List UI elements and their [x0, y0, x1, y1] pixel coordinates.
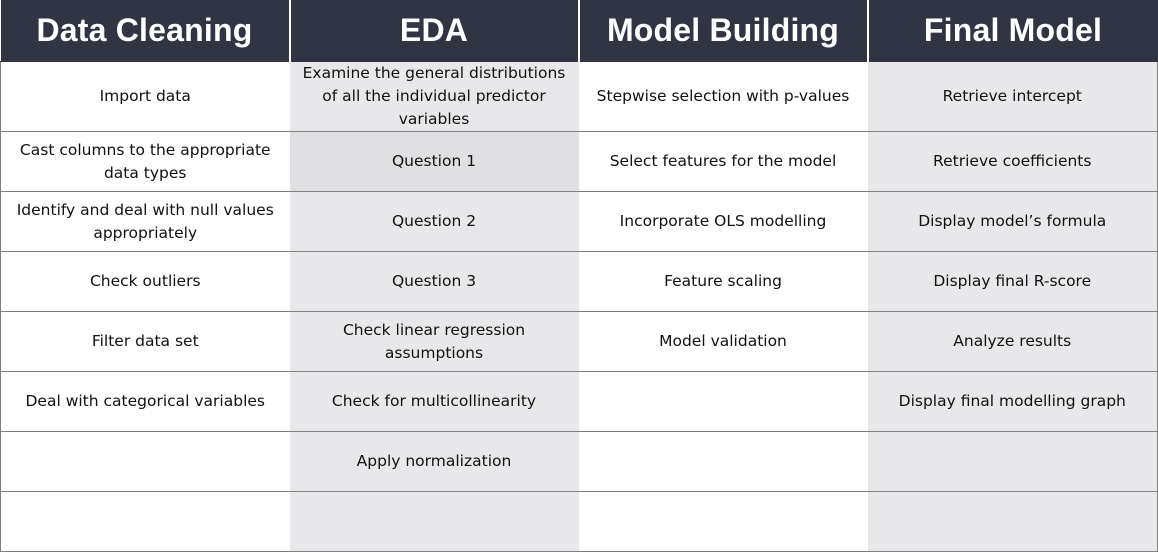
cell-final-model: Display final modelling graph [867, 371, 1158, 432]
cell-final-model: Retrieve coefficients [867, 131, 1158, 192]
header-row: Data Cleaning EDA Model Building Final M… [0, 0, 1158, 62]
cell-data-cleaning [0, 431, 290, 492]
table-row: Apply normalization [0, 431, 1158, 492]
cell-eda: Check linear regression assumptions [289, 311, 579, 372]
column-header-data-cleaning: Data Cleaning [0, 0, 290, 62]
cell-data-cleaning: Check outliers [0, 251, 290, 312]
cell-data-cleaning: Identify and deal with null values appro… [0, 191, 290, 252]
cell-model-building [578, 491, 868, 552]
cell-eda: Question 3 [289, 251, 579, 312]
table-row [0, 491, 1158, 552]
cell-eda [289, 491, 579, 552]
cell-eda: Question 1 [289, 131, 579, 192]
cell-final-model: Display final R-score [867, 251, 1158, 312]
column-header-eda: EDA [288, 0, 579, 62]
cell-data-cleaning: Import data [0, 61, 290, 132]
cell-data-cleaning: Filter data set [0, 311, 290, 372]
table-row: Cast columns to the appropriate data typ… [0, 131, 1158, 192]
cell-final-model [867, 431, 1158, 492]
cell-model-building [578, 371, 868, 432]
cell-final-model [867, 491, 1158, 552]
cell-eda: Question 2 [289, 191, 579, 252]
cell-data-cleaning [0, 491, 290, 552]
cell-data-cleaning: Cast columns to the appropriate data typ… [0, 131, 290, 192]
cell-final-model: Display model’s formula [867, 191, 1158, 252]
column-header-final-model: Final Model [866, 0, 1158, 62]
cell-eda: Check for multicollinearity [289, 371, 579, 432]
cell-model-building: Stepwise selection with p-values [578, 61, 868, 132]
cell-model-building: Incorporate OLS modelling [578, 191, 868, 252]
cell-model-building: Select features for the model [578, 131, 868, 192]
cell-eda: Apply normalization [289, 431, 579, 492]
cell-final-model: Analyze results [867, 311, 1158, 372]
column-header-model-building: Model Building [577, 0, 868, 62]
cell-final-model: Retrieve intercept [867, 61, 1158, 132]
table-header: Data Cleaning EDA Model Building Final M… [0, 0, 1158, 62]
cell-model-building [578, 431, 868, 492]
cell-model-building: Feature scaling [578, 251, 868, 312]
cell-data-cleaning: Deal with categorical variables [0, 371, 290, 432]
cell-eda: Examine the general distributions of all… [289, 61, 579, 132]
table-row: Identify and deal with null values appro… [0, 191, 1158, 252]
cell-model-building: Model validation [578, 311, 868, 372]
